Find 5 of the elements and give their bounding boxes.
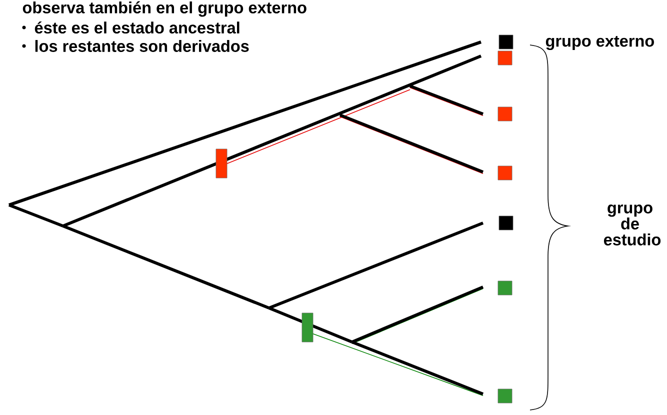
group-label: grupo de estudio	[604, 204, 661, 246]
note-text: observa también en el grupo externo	[22, 1, 306, 17]
bullet-item: los restantes son derivados	[35, 40, 249, 52]
group-label: grupo externo	[546, 36, 654, 50]
bullet-item: éste es el estado ancestral	[34, 21, 240, 34]
